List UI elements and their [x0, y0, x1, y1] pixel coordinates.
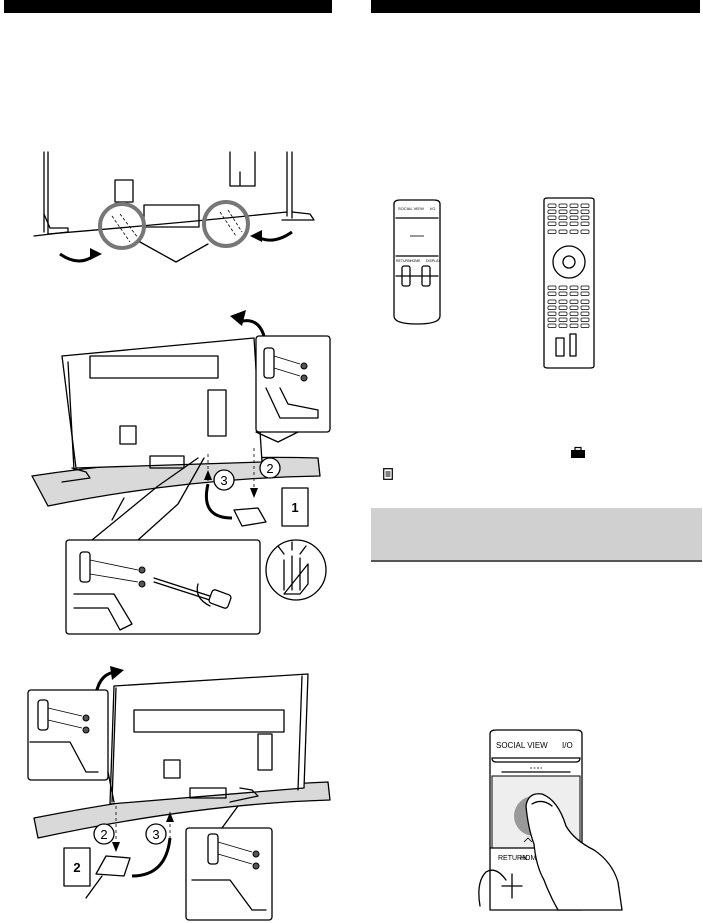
remote-power-text: I/O	[430, 206, 435, 211]
figure-stand-insertion	[33, 151, 315, 263]
touchpad-hand-illustration: SOCIAL VIEW I/O RETURN HOME	[478, 729, 623, 911]
touchpad-power-text: I/O	[562, 741, 573, 750]
remote-button	[569, 323, 579, 328]
remote-button	[558, 221, 568, 226]
remote-return-text: RETURN	[396, 259, 411, 263]
remote-button	[580, 299, 590, 304]
remote-home-text: HOME	[410, 259, 421, 263]
remote-button	[547, 203, 557, 208]
remote-button	[547, 221, 557, 226]
remote-button	[558, 203, 568, 208]
remote-button	[547, 285, 557, 290]
touchpad-remote-illustration: SOCIAL VIEW I/O RETURN HOME DISPLAY	[393, 199, 441, 325]
remote-button	[580, 209, 590, 214]
figure-attach-stand-1: 2 3 1	[31, 310, 331, 635]
section-heading-band	[371, 508, 702, 562]
remote-button	[547, 229, 557, 234]
stand-tag-2: 2	[73, 860, 80, 875]
step-2-label: 2	[266, 461, 273, 476]
step-3-label: 3	[152, 827, 159, 842]
remote-button	[580, 221, 590, 226]
remote-button	[547, 323, 557, 328]
remote-social-view-text: SOCIAL VIEW	[398, 206, 424, 211]
remote-button	[558, 229, 568, 234]
standard-remote-illustration	[543, 197, 595, 369]
remote-button	[569, 229, 579, 234]
toolbox-icon	[571, 446, 585, 458]
remote-button	[569, 311, 579, 316]
touchpad-home-text: HOME	[520, 855, 541, 862]
remote-button	[558, 299, 568, 304]
remote-button	[547, 291, 557, 296]
remote-button	[558, 291, 568, 296]
stand-tag-1: 1	[291, 500, 298, 515]
remote-button	[580, 285, 590, 290]
remote-button	[547, 209, 557, 214]
remote-button	[558, 285, 568, 290]
figure-attach-stand-2: 2 3 2	[27, 666, 331, 921]
touchpad-return-text: RETURN	[498, 855, 527, 862]
remote-button	[580, 215, 590, 220]
remote-button	[569, 291, 579, 296]
remote-button	[580, 203, 590, 208]
remote-button	[547, 215, 557, 220]
touchpad-social-view-text: SOCIAL VIEW	[496, 741, 548, 750]
remote-button	[580, 305, 590, 310]
remote-button	[569, 215, 579, 220]
remote-button	[580, 311, 590, 316]
remote-button	[547, 311, 557, 316]
remote-display-text: DISPLAY	[426, 259, 441, 263]
remote-button	[569, 317, 579, 322]
remote-button	[558, 311, 568, 316]
remote-button	[558, 323, 568, 328]
remote-button	[558, 215, 568, 220]
remote-button	[569, 285, 579, 290]
remote-button	[580, 291, 590, 296]
remote-button	[580, 317, 590, 322]
options-icon	[383, 468, 393, 480]
step-3-label: 3	[220, 473, 227, 488]
step-2-label: 2	[100, 827, 107, 842]
remote-button	[547, 299, 557, 304]
remote-button	[547, 305, 557, 310]
remote-button	[558, 317, 568, 322]
remote-button	[580, 323, 590, 328]
remote-button	[580, 229, 590, 234]
right-section-header-bar	[371, 0, 700, 13]
left-section-header-bar	[4, 0, 332, 13]
remote-button	[569, 305, 579, 310]
remote-button	[569, 299, 579, 304]
remote-button	[569, 209, 579, 214]
remote-button	[569, 221, 579, 226]
remote-button	[558, 209, 568, 214]
remote-button	[569, 203, 579, 208]
remote-button	[558, 305, 568, 310]
remote-button	[547, 317, 557, 322]
